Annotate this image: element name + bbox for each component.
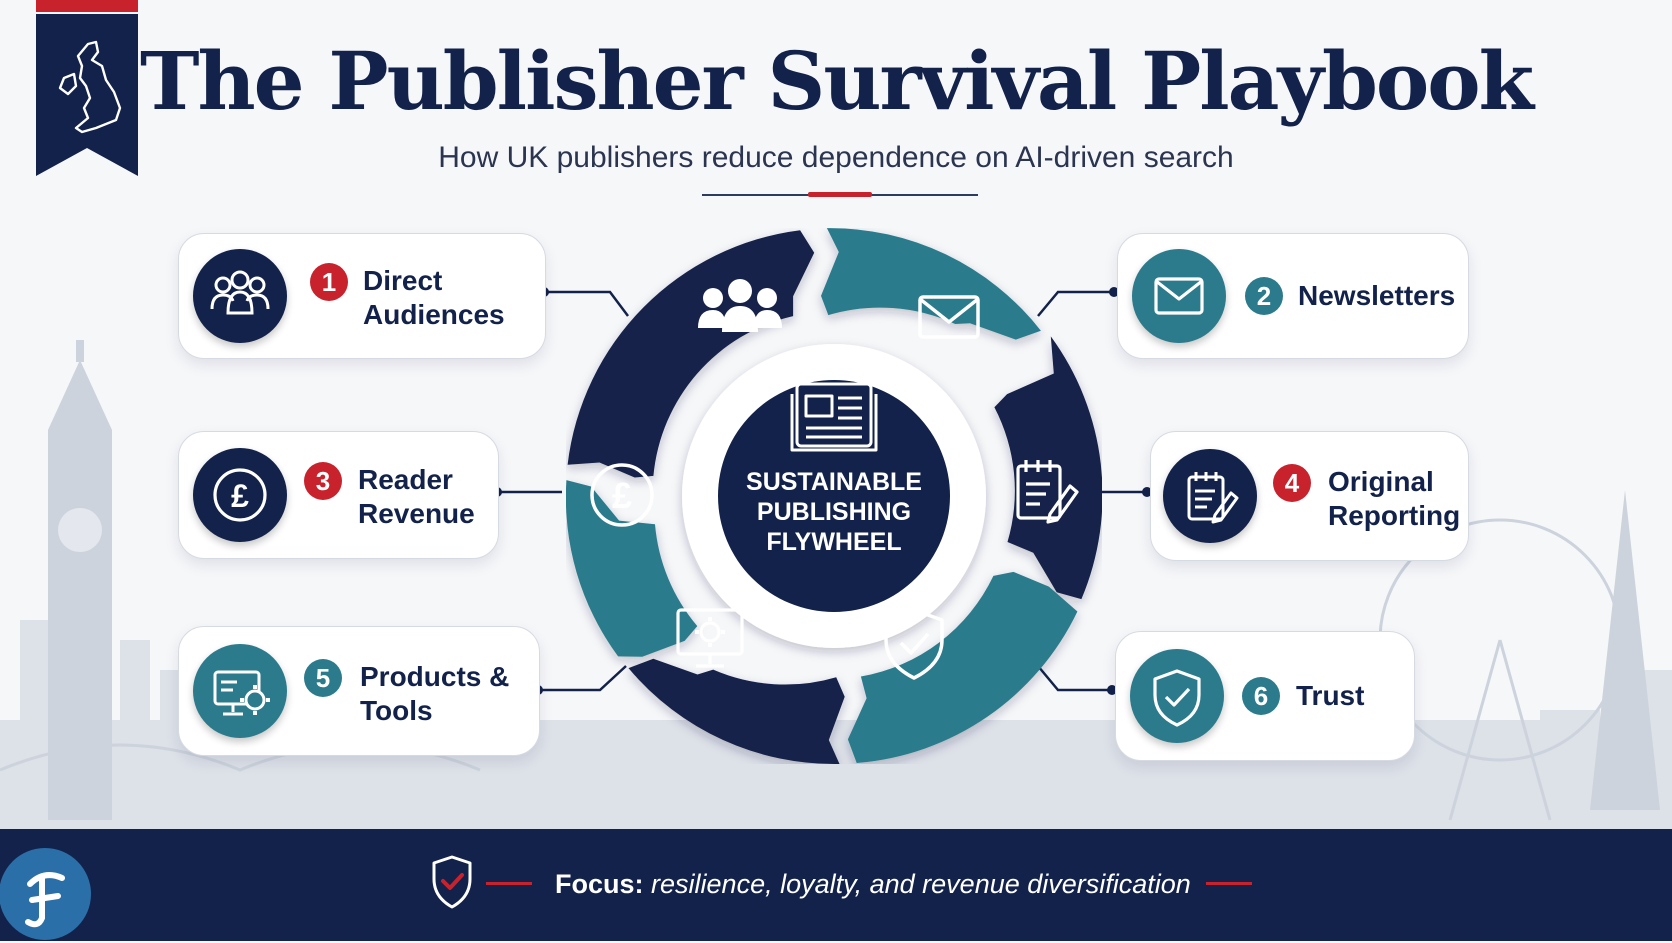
- uk-map-ribbon: [36, 0, 138, 176]
- envelope-icon: [1154, 277, 1204, 315]
- badge-number-1: 1: [310, 263, 348, 301]
- uk-map-icon: [58, 40, 122, 134]
- flywheel-segment-reader-revenue: [566, 480, 698, 657]
- card-label-line-2: Reporting: [1328, 500, 1461, 531]
- flywheel-segment-newsletters: [821, 228, 1041, 340]
- flywheel-center-line-3: FLYWHEEL: [766, 528, 901, 556]
- card-direct-audiences: 1 Direct Audiences: [178, 233, 546, 359]
- newspaper-icon: [790, 382, 878, 452]
- flywheel-segment-direct-audiences: [567, 230, 815, 478]
- footer-accent-line-right: [1206, 882, 1252, 885]
- card-label-line-1: Newsletters: [1298, 280, 1456, 311]
- card-label-line-1: Reader: [358, 464, 453, 495]
- card-label-line-1: Products &: [360, 661, 510, 692]
- card-label-line-2: Revenue: [358, 498, 475, 529]
- badge-number-5: 5: [304, 659, 342, 697]
- badge-number-4: 4: [1273, 464, 1311, 502]
- flywheel-segment-original-reporting: [994, 336, 1102, 600]
- card-label-line-1: Original: [1328, 466, 1434, 497]
- flywheel-center-line-1: SUSTAINABLE: [746, 468, 922, 496]
- shield-check-icon: [432, 855, 472, 909]
- card-products-tools: 5 Products & Tools: [178, 626, 540, 756]
- footer-focus-label: Focus:: [555, 869, 644, 899]
- badge-number-2: 2: [1245, 277, 1283, 315]
- notepad-pencil-icon: [1016, 460, 1079, 524]
- card-icon-circle: £: [193, 448, 287, 542]
- logo-icon: [0, 848, 91, 940]
- people-icon: [210, 270, 270, 315]
- footer-focus-description: resilience, loyalty, and revenue diversi…: [651, 869, 1191, 899]
- flywheel-center-line-2: PUBLISHING: [757, 498, 911, 526]
- people-icon: [698, 279, 782, 332]
- pound-icon: £: [213, 468, 267, 522]
- flywheel-segment-trust: [847, 571, 1078, 763]
- card-newsletters: 2 Newsletters: [1117, 233, 1469, 359]
- pound-icon: £: [590, 463, 654, 527]
- flywheel-diagram: SUSTAINABLE PUBLISHING FLYWHEEL: [566, 228, 1102, 764]
- card-trust: 6 Trust: [1115, 631, 1415, 761]
- shield-check-icon: [884, 608, 944, 680]
- card-icon-circle: [1163, 449, 1257, 543]
- footer-focus-text: Focus: resilience, loyalty, and revenue …: [555, 866, 1191, 902]
- card-icon-circle: [193, 644, 287, 738]
- svg-text:£: £: [612, 475, 632, 516]
- badge-number-3: 3: [304, 462, 342, 500]
- card-reader-revenue: £ 3 Reader Revenue: [178, 431, 499, 559]
- footer-bar: [0, 829, 1672, 941]
- page-title: The Publisher Survival Playbook: [139, 34, 1534, 128]
- card-original-reporting: 4 Original Reporting: [1150, 431, 1469, 561]
- shield-check-icon: [1153, 669, 1201, 727]
- svg-text:£: £: [231, 478, 249, 514]
- card-icon-circle: [1132, 249, 1226, 343]
- flywheel-segment-products-tools: [628, 658, 845, 764]
- notepad-pencil-icon: [1187, 472, 1239, 524]
- envelope-icon: [918, 295, 980, 339]
- badge-number-6: 6: [1242, 677, 1280, 715]
- card-icon-circle: [193, 249, 287, 343]
- page-subtitle: How UK publishers reduce dependence on A…: [438, 141, 1234, 174]
- card-label-line-2: Tools: [360, 695, 433, 726]
- card-icon-circle: [1130, 649, 1224, 743]
- monitor-gear-icon: [676, 608, 744, 668]
- title-divider-accent: [808, 192, 872, 197]
- card-label-line-2: Audiences: [363, 299, 505, 330]
- card-label-line-1: Direct: [363, 265, 443, 296]
- footer-accent-line-left: [486, 882, 532, 885]
- monitor-gear-icon: [213, 670, 270, 716]
- card-label-line-1: Trust: [1296, 680, 1365, 711]
